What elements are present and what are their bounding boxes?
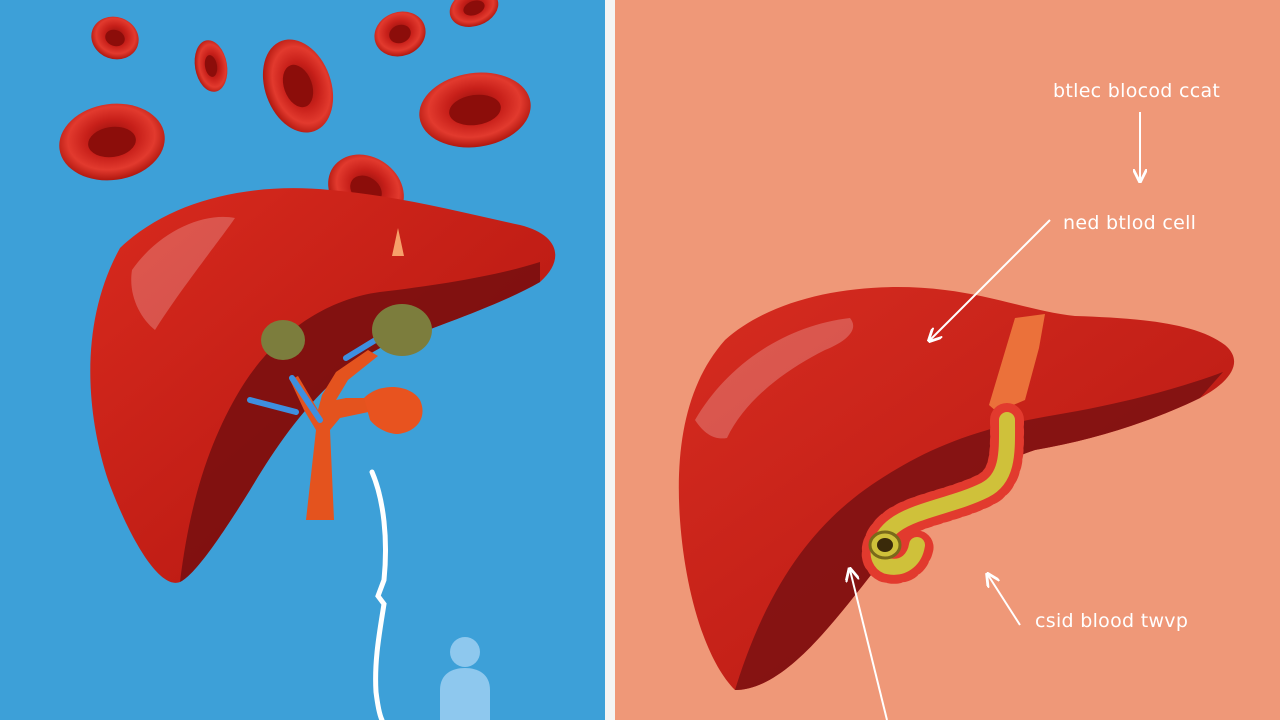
red-blood-cell (419, 72, 531, 148)
red-blood-cell (374, 11, 426, 57)
red-blood-cells (59, 0, 531, 226)
left-panel (0, 0, 605, 720)
arrow-to-tube (850, 570, 888, 720)
right-illustration (615, 0, 1280, 720)
duodenal-bulb (364, 386, 423, 434)
label-bottom: csid blood twvp (1035, 610, 1189, 632)
gallbladder (261, 320, 305, 360)
person-figure (440, 637, 490, 720)
bile-duct-system (247, 304, 432, 520)
red-blood-cell (59, 103, 165, 181)
arrow-to-liver (930, 219, 1051, 340)
red-blood-cell (449, 0, 499, 27)
red-blood-cell (262, 39, 334, 133)
left-illustration (0, 0, 605, 720)
gallbladder-lobe (372, 304, 432, 356)
liver (90, 188, 556, 583)
panel-divider (605, 0, 615, 720)
arrows (850, 112, 1140, 720)
red-blood-cell (194, 40, 228, 92)
bile-tube (861, 403, 1025, 584)
label-top: btlec blocod ccat (1053, 80, 1221, 102)
red-blood-cell (91, 16, 139, 60)
pathway-line (369, 469, 388, 720)
label-middle: ned btlod cell (1063, 212, 1197, 234)
orange-band (989, 314, 1045, 412)
arrow-from-bottom-label (988, 575, 1021, 626)
right-panel: btlec blocod ccat ned btlod cell csid bl… (615, 0, 1280, 720)
